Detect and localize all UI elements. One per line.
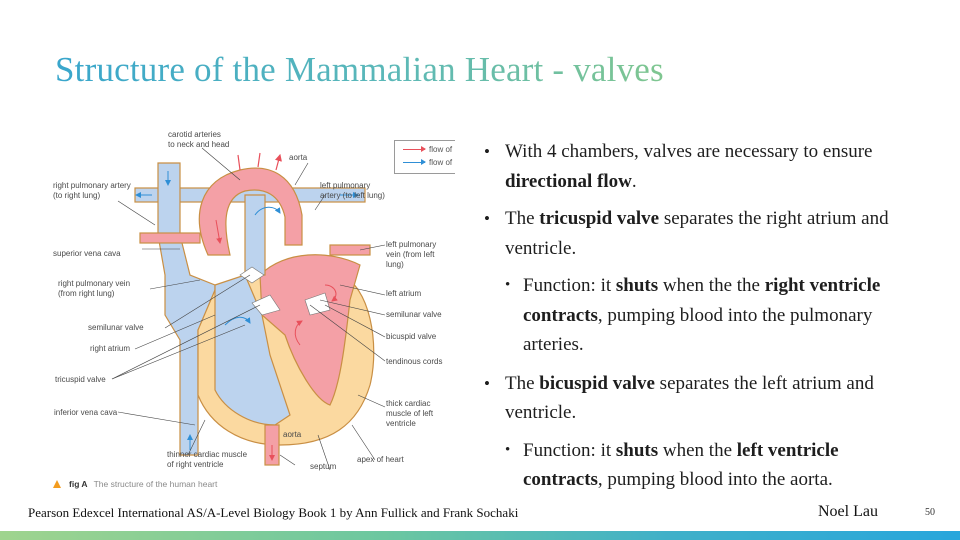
label-inferior-vena-cava: inferior vena cava bbox=[54, 408, 118, 417]
label-left-atrium: left atrium bbox=[386, 289, 422, 298]
source-citation: Pearson Edexcel International AS/A-Level… bbox=[28, 505, 519, 520]
bullet-item: With 4 chambers, valves are necessary to… bbox=[484, 137, 914, 196]
bullet-list: With 4 chambers, valves are necessary to… bbox=[484, 137, 914, 504]
label-apex: apex of heart bbox=[357, 455, 404, 464]
red-arrow-icon bbox=[403, 146, 426, 153]
label-aorta-top: aorta bbox=[289, 153, 308, 162]
label-right-pulmonary-artery: right pulmonary artery(to right lung) bbox=[53, 181, 131, 200]
blue-arrow-icon bbox=[403, 159, 426, 166]
sub-bullet-item: Function: it shuts when the the right ve… bbox=[484, 271, 914, 360]
slide-title: Structure of the Mammalian Heart - valve… bbox=[55, 50, 664, 89]
legend-deoxygenated: flow of bbox=[403, 158, 452, 168]
label-tendinous-cords: tendinous cords bbox=[386, 357, 443, 366]
label-septum: septum bbox=[310, 462, 337, 471]
page-number: 50 bbox=[925, 507, 935, 518]
legend-oxygenated: flow of bbox=[403, 145, 452, 155]
bullet-item: The tricuspid valve separates the right … bbox=[484, 204, 914, 263]
bullet-item: The bicuspid valve separates the left at… bbox=[484, 369, 914, 428]
label-aorta-bottom: aorta bbox=[283, 430, 302, 439]
sub-bullet-item: Function: it shuts when the left ventric… bbox=[484, 436, 914, 495]
label-semilunar-valve-right: semilunar valve bbox=[88, 323, 144, 332]
label-tricuspid-valve: tricuspid valve bbox=[55, 375, 106, 384]
bottom-gradient-bar bbox=[0, 531, 960, 540]
flow-legend: flow of flow of bbox=[394, 140, 455, 174]
label-semilunar-valve-left: semilunar valve bbox=[386, 310, 442, 319]
label-bicuspid-valve: bicuspid valve bbox=[386, 332, 437, 341]
label-right-atrium: right atrium bbox=[90, 344, 131, 353]
author-name: Noel Lau bbox=[818, 503, 878, 520]
triangle-marker-icon bbox=[53, 480, 61, 488]
label-superior-vena-cava: superior vena cava bbox=[53, 249, 121, 258]
heart-diagram-illustration bbox=[111, 147, 386, 471]
label-right-pulmonary-vein: right pulmonary vein(from right lung) bbox=[58, 279, 131, 298]
